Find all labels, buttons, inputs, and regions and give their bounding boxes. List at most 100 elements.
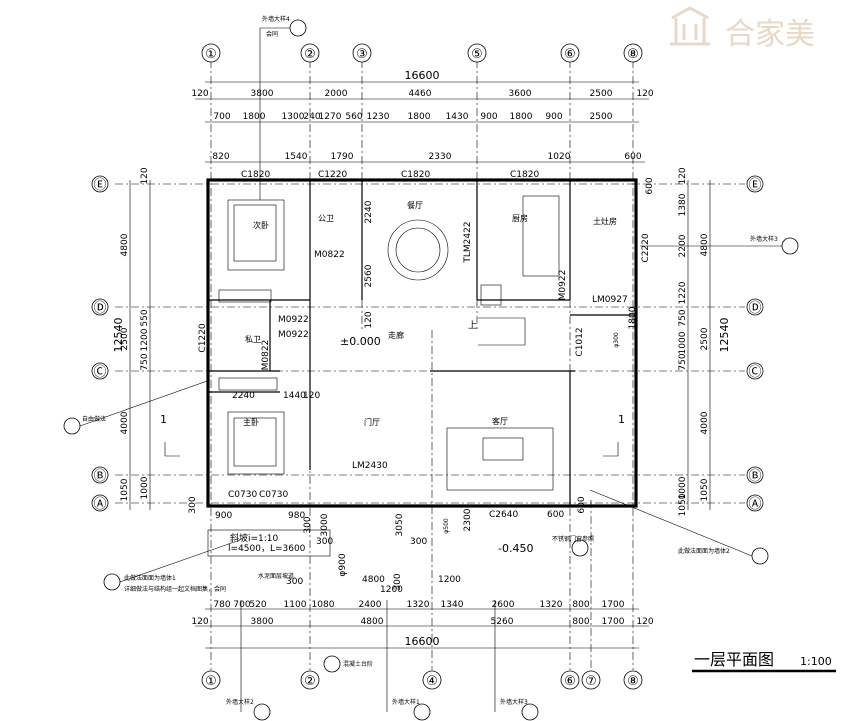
svg-text:2500: 2500 [590,112,613,122]
svg-text:客厅: 客厅 [492,416,508,426]
svg-text:750: 750 [678,309,688,326]
svg-text:780: 780 [213,600,230,610]
svg-text:C0730: C0730 [259,490,288,500]
svg-text:4000: 4000 [700,411,710,434]
svg-text:LM2430: LM2430 [352,461,388,471]
svg-text:外墙大样2: 外墙大样2 [226,698,254,706]
svg-text:550: 550 [140,309,150,326]
svg-text:⑦: ⑦ [585,674,597,689]
top-axis-bubbles: ① ② ③ ⑤ ⑥ ⑧ [201,43,643,63]
svg-text:820: 820 [212,152,229,162]
svg-text:1440: 1440 [283,391,306,401]
svg-text:1200: 1200 [438,575,461,585]
svg-text:自由做法: 自由做法 [82,415,106,423]
left-dimensions: 4800 2500 4000 1050 12540 120 550 1200 7… [112,167,198,513]
svg-text:次卧: 次卧 [253,220,269,230]
svg-text:⑧: ⑧ [627,47,639,62]
svg-text:2240: 2240 [364,200,374,223]
svg-text:900: 900 [480,112,497,122]
svg-text:600: 600 [624,152,641,162]
svg-text:C1220: C1220 [318,170,347,180]
svg-text:4800: 4800 [362,575,385,585]
svg-text:l=4500，L=3600: l=4500，L=3600 [228,544,306,554]
svg-text:①: ① [205,47,217,62]
svg-text:2300: 2300 [463,508,473,531]
svg-text:1430: 1430 [446,112,469,122]
svg-text:300: 300 [303,516,313,533]
svg-text:M0922: M0922 [278,330,309,340]
svg-text:外墙大样3: 外墙大样3 [750,235,778,243]
svg-text:2560: 2560 [364,264,374,287]
svg-text:私卫: 私卫 [245,335,261,344]
svg-text:120: 120 [191,617,208,627]
svg-text:⑧: ⑧ [627,674,639,689]
svg-text:4800: 4800 [700,233,710,256]
svg-text:800: 800 [572,617,589,627]
svg-text:Ⓔ: Ⓔ [93,178,106,193]
svg-text:700: 700 [213,112,230,122]
svg-text:300: 300 [188,496,198,513]
svg-text:1020: 1020 [548,152,571,162]
svg-text:±0.000: ±0.000 [340,335,381,348]
svg-text:土灶房: 土灶房 [593,216,617,226]
title-block: 一层平面图 1:100 [692,650,836,673]
svg-text:2500: 2500 [590,89,613,99]
svg-text:900: 900 [215,511,232,521]
svg-text:M0922: M0922 [558,270,568,301]
svg-text:2500: 2500 [700,327,710,350]
svg-text:⑥: ⑥ [564,674,576,689]
svg-text:④: ④ [426,674,438,689]
svg-text:300: 300 [393,573,403,590]
svg-text:Ⓒ: Ⓒ [748,365,761,380]
svg-text:4800: 4800 [361,617,384,627]
svg-text:300: 300 [410,537,427,547]
logo-text: 合家美 [725,17,815,52]
furniture [218,195,560,491]
svg-text:此做法面面为墙体1: 此做法面面为墙体1 [124,574,176,582]
svg-text:C1820: C1820 [510,170,539,180]
svg-text:1270: 1270 [319,112,342,122]
svg-text:3600: 3600 [509,89,532,99]
svg-text:120: 120 [140,167,150,184]
walls [206,178,638,508]
svg-text:1220: 1220 [678,281,688,304]
top-dimensions: 16600 120 3800 2000 4460 3600 2500 120 7… [191,69,654,163]
svg-text:300: 300 [316,537,333,547]
svg-text:2500: 2500 [120,327,130,350]
left-axis-bubbles: Ⓔ Ⓓ Ⓒ Ⓑ Ⓐ [91,175,109,512]
svg-text:1000: 1000 [140,476,150,499]
svg-text:1300: 1300 [282,112,305,122]
svg-text:980: 980 [288,511,305,521]
svg-text:1800: 1800 [628,306,638,329]
svg-text:3000: 3000 [320,513,330,536]
svg-text:1320: 1320 [407,600,430,610]
svg-text:外墙大样4: 外墙大样4 [262,15,290,23]
drawing-scale: 1:100 [800,655,832,668]
svg-text:120: 120 [191,89,208,99]
svg-text:Ⓑ: Ⓑ [93,469,106,484]
svg-text:Ⓑ: Ⓑ [748,469,761,484]
svg-text:⑤: ⑤ [471,47,483,62]
level-marks: ±0.000 -0.450 上 [340,320,533,555]
svg-text:300: 300 [286,577,303,587]
svg-text:120: 120 [678,167,688,184]
svg-text:560: 560 [345,112,362,122]
svg-text:Ⓓ: Ⓓ [748,301,761,316]
svg-text:φ500: φ500 [443,518,450,534]
svg-text:1700: 1700 [602,600,625,610]
svg-text:1050: 1050 [120,478,130,501]
svg-text:②: ② [304,674,316,689]
svg-text:②: ② [304,47,316,62]
svg-text:1380: 1380 [678,193,688,216]
svg-text:1080: 1080 [312,600,335,610]
svg-text:2400: 2400 [359,600,382,610]
svg-text:M0922: M0922 [278,315,309,325]
section-marks: 1 1 [160,413,625,457]
bottom-axis-bubbles: ① ② ④ ⑥ ⑦ ⑧ [201,670,643,690]
svg-text:C1820: C1820 [241,170,270,180]
svg-text:会同: 会同 [266,30,278,38]
svg-text:120: 120 [636,89,653,99]
svg-text:Ⓒ: Ⓒ [93,365,106,380]
svg-text:1800: 1800 [510,112,533,122]
